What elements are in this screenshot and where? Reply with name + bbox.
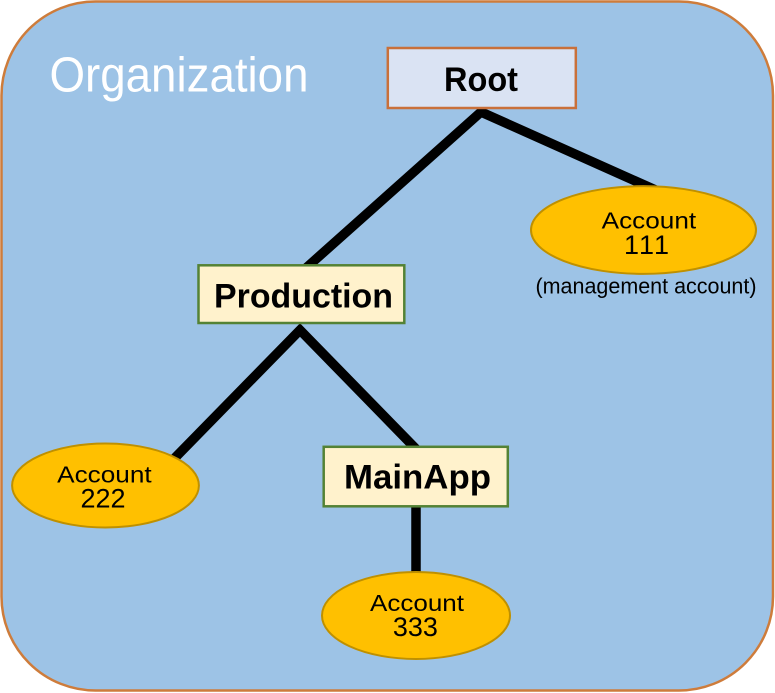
svg-text:Account: Account bbox=[370, 590, 465, 616]
svg-text:(management account): (management account) bbox=[536, 273, 757, 298]
svg-text:333: 333 bbox=[393, 612, 438, 642]
svg-text:Account: Account bbox=[57, 461, 152, 487]
svg-text:MainApp: MainApp bbox=[344, 458, 491, 496]
svg-text:Root: Root bbox=[444, 61, 518, 99]
svg-text:Organization: Organization bbox=[50, 48, 309, 103]
svg-text:222: 222 bbox=[80, 483, 125, 513]
svg-text:Account: Account bbox=[602, 207, 697, 233]
svg-text:111: 111 bbox=[624, 230, 671, 260]
svg-text:Production: Production bbox=[214, 277, 393, 315]
